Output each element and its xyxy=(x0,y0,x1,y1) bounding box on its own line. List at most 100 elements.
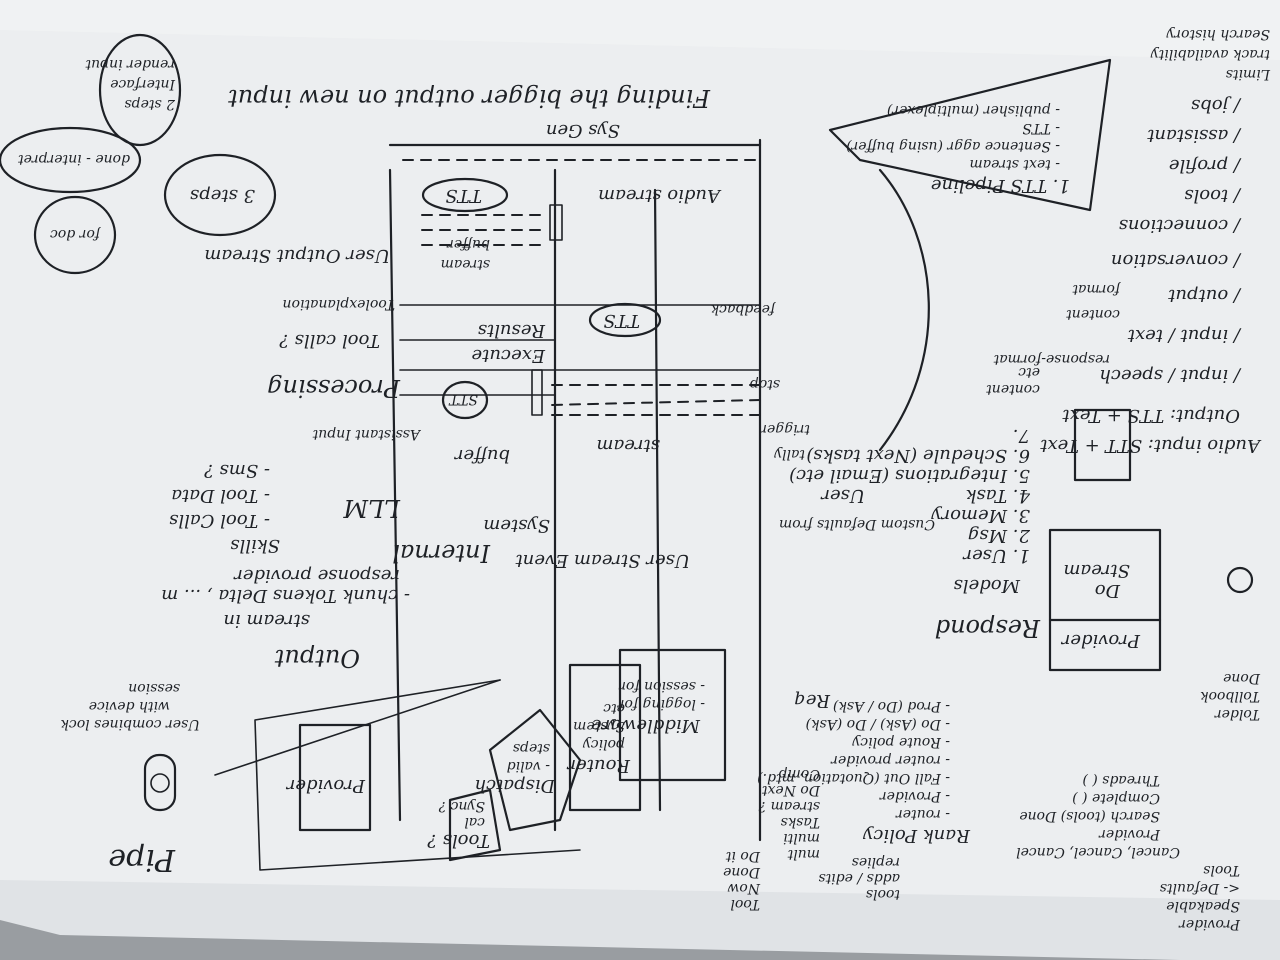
middleware-title: Middleware xyxy=(591,715,701,736)
models-role-stream: Stream xyxy=(1063,560,1130,581)
stt-label: STT xyxy=(448,391,478,407)
tts-box-title: 1. TTS Pipeline xyxy=(931,175,1070,196)
multi-5: Do Next xyxy=(761,782,821,798)
tool-note-2: Now xyxy=(727,880,761,896)
stream-label: stream xyxy=(596,435,660,456)
for-doc-bubble xyxy=(33,195,117,275)
req-label: Req xyxy=(794,690,831,711)
corner-note-3: Done xyxy=(1223,670,1261,686)
multi-4: stream ? xyxy=(758,798,820,814)
side-note-1: tools xyxy=(866,886,900,902)
user-label: User xyxy=(820,485,865,506)
feedback-label: feedback xyxy=(711,301,776,317)
tools-item-2: Sync ? xyxy=(438,798,485,814)
dispatch-shape xyxy=(488,708,582,832)
buffer-label: buffer xyxy=(453,445,510,466)
stream-line-1 xyxy=(549,399,761,406)
results-label: Results xyxy=(478,320,546,341)
response-provider-label: response provider xyxy=(233,565,400,586)
multi-6: Comp xyxy=(779,766,820,782)
middleware-item-2: - session for xyxy=(618,678,705,694)
flow-frame xyxy=(254,679,581,871)
middleware-box xyxy=(618,648,727,782)
execute-label: Execute xyxy=(471,345,546,366)
right-note-3: <- Defaults xyxy=(1160,880,1240,896)
done-label: done - interpret xyxy=(18,151,130,167)
tts-pipeline-arrow xyxy=(878,168,930,452)
rank-policy-4: - router provider xyxy=(830,752,950,768)
list-input-speech: / input / speech xyxy=(1099,365,1242,386)
target-icon xyxy=(1226,566,1254,594)
right-note-1: Provider xyxy=(1178,916,1241,932)
models-list-4: 4. Task xyxy=(966,485,1031,506)
list-connections: / connections xyxy=(1119,215,1242,236)
skills-item-3: - Sms ? xyxy=(204,460,270,481)
tool-note-3: Done xyxy=(723,864,761,880)
output-label: Output xyxy=(274,644,360,672)
limits-label: Limits xyxy=(1226,66,1271,82)
models-provider: Provider xyxy=(1060,630,1141,651)
stt-bubble xyxy=(441,380,489,420)
rank-policy-7: - Prod (Do / Ask) xyxy=(833,698,950,714)
tool-explanation-label: Toolexplanation xyxy=(283,296,395,312)
tts-pipeline-box xyxy=(828,58,1112,212)
user-output-stream-label: User Output Stream xyxy=(204,245,390,266)
skills-title: Skills xyxy=(230,535,280,556)
tts-bubble-1 xyxy=(421,177,509,213)
right-note-5: Cancel, Cancel, Cancel xyxy=(1016,844,1180,860)
tts-box-item-3: - TTS xyxy=(1022,120,1060,136)
models-label: Models xyxy=(954,575,1021,596)
stream-in-label: stream in xyxy=(223,610,310,631)
finding-note: Finding the bigger output on new input xyxy=(228,84,711,112)
models-role-do: Do xyxy=(1095,580,1121,601)
models-list-7: 7. xyxy=(1013,425,1030,446)
three-steps-bubble xyxy=(163,153,277,237)
pipe-valve-icon xyxy=(150,773,170,793)
for-doc-label: for doc xyxy=(50,226,101,242)
chunk-label: - chunk Tokens Delta , ... m xyxy=(161,585,410,606)
tool-calls-label: Tool calls ? xyxy=(279,330,380,351)
right-note-8: Complete ( ) xyxy=(1072,790,1160,806)
models-list-6: 6. Schedule (Next tasks) xyxy=(806,445,1030,466)
content-etc-1: content xyxy=(986,381,1040,397)
user-stream-event-label: User Stream Event xyxy=(515,550,690,571)
rank-policy-title: Rank Policy xyxy=(862,825,971,846)
tts-label-1: TTS xyxy=(445,185,482,206)
format-note-2: content xyxy=(1066,306,1120,322)
assistant-input-label: Assistant Input xyxy=(312,426,422,442)
sys-gen-label: Sys Gen xyxy=(546,120,620,141)
provider-box xyxy=(298,723,372,832)
side-note-2: adds / edits xyxy=(818,870,900,886)
llm-label: LLM xyxy=(342,494,401,522)
multi-3: Tasks xyxy=(781,814,820,830)
rank-policy-3: - Fall Out (Quotation, mtd.) xyxy=(757,770,950,786)
three-steps-label: 3 steps xyxy=(190,185,255,206)
interface-line-2: render input xyxy=(85,56,175,72)
rank-policy-2: - Provider xyxy=(879,788,950,804)
rank-policy-5: - Route policy xyxy=(851,734,950,750)
buffer-stream-label-1: buffer xyxy=(446,236,490,252)
format-note-1: format xyxy=(1072,281,1121,297)
pipe-label: Pipe xyxy=(108,842,176,877)
right-note-7: Search (tools) Done xyxy=(1019,808,1160,824)
corner-note-2: Tollbook xyxy=(1200,688,1260,704)
tts-box-item-2: - Sentence aggr (using buffer) xyxy=(846,138,1060,154)
right-note-4: Tools xyxy=(1203,862,1240,878)
processing-label: Processing xyxy=(267,374,401,402)
router-title: Router xyxy=(566,755,631,776)
list-input-text: / input / text xyxy=(1127,325,1242,346)
frame-divider-3 xyxy=(388,168,402,822)
router-item-1: policy xyxy=(582,736,625,752)
tts-bubble-2 xyxy=(588,302,662,338)
models-list-5: 5. Integrations (Email etc) xyxy=(789,465,1030,486)
flow-connector xyxy=(214,679,501,776)
models-list-1: 1. User xyxy=(962,545,1030,566)
corner-note-1: Tolder xyxy=(1214,706,1260,722)
respond-label: Respond xyxy=(935,614,1041,642)
multi-2: multi xyxy=(783,830,820,846)
tts-label-2: TTS xyxy=(603,310,640,331)
list-assistant: / assistant xyxy=(1146,125,1242,146)
